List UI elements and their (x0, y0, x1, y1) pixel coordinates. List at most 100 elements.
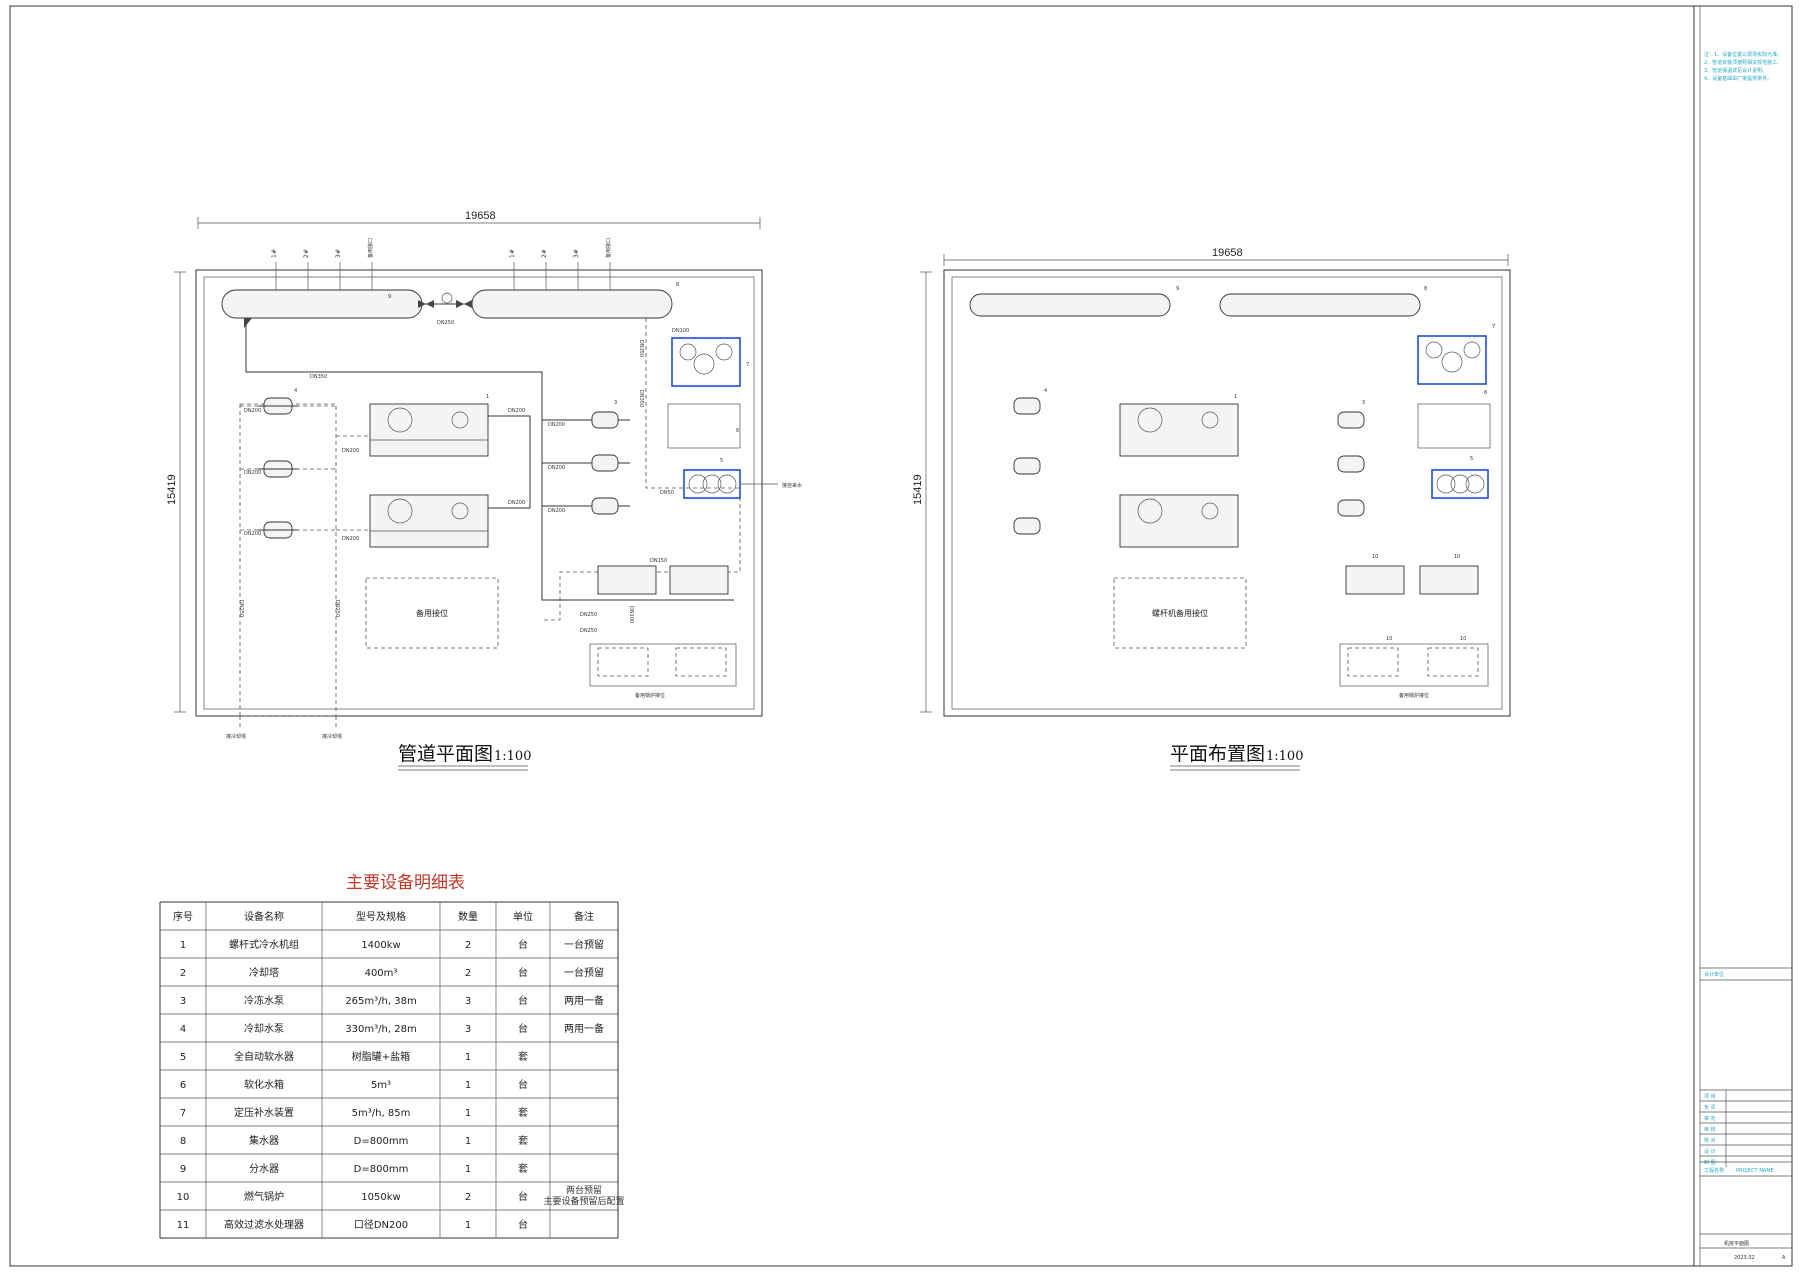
table-cell: 2 (465, 968, 471, 979)
softened-water-tank (667, 403, 741, 449)
table-cell: D=800mm (354, 1164, 409, 1175)
cooling-tower-label: 接冷却塔 (226, 733, 246, 740)
svg-text:螺杆机备用接位: 螺杆机备用接位 (1152, 608, 1208, 618)
cooling-pump (1013, 397, 1041, 415)
riser-label: 2# (303, 249, 310, 258)
svg-text:3: 3 (614, 400, 617, 406)
riser-label: 1# (509, 249, 516, 258)
table-cell: 集水器 (249, 1134, 279, 1147)
table-cell: 10 (177, 1192, 190, 1203)
svg-text:10: 10 (1454, 554, 1460, 560)
chilled-pump (1337, 499, 1365, 517)
table-cell: 2 (465, 1192, 471, 1203)
heat-exchanger (597, 565, 657, 595)
svg-text:DN200: DN200 (548, 465, 565, 471)
svg-text:DN250: DN250 (334, 600, 340, 617)
svg-text:DN200: DN200 (342, 536, 359, 542)
table-cell: 1400kw (361, 940, 400, 951)
chilled-pump (1337, 455, 1365, 473)
table-cell: 3 (465, 1024, 471, 1035)
title-block: 设计单位 项 目负 责审 定审 核校 对设 计制 图 工程名称 PROJECT … (1700, 967, 1792, 1261)
drawing-date: 2023.02 (1734, 1255, 1755, 1261)
svg-text:DN100: DN100 (672, 328, 689, 334)
table-header-cell: 序号 (173, 910, 193, 923)
svg-text:DN200: DN200 (244, 408, 261, 414)
cooling-pump (1013, 517, 1041, 535)
table-cell: 两用一备 (564, 1022, 604, 1035)
svg-text:DN200: DN200 (244, 531, 261, 537)
table-cell: 定压补水装置 (234, 1106, 294, 1119)
chilled-pump (1337, 411, 1365, 429)
svg-text:4: 4 (294, 388, 297, 394)
svg-text:1: 1 (486, 394, 489, 400)
riser-label: 2# (541, 249, 548, 258)
room-wall-inner-right (951, 276, 1503, 710)
chiller-unit (369, 403, 489, 548)
water-softener (683, 469, 741, 499)
svg-text:DN250: DN250 (580, 612, 597, 618)
table-cell: 冷却水泵 (244, 1022, 284, 1035)
table-cell: 4 (180, 1024, 186, 1035)
svg-text:DN200: DN200 (244, 470, 261, 476)
svg-text:DN200: DN200 (342, 448, 359, 454)
layout-plan-title: 平面布置图 (1170, 743, 1265, 765)
table-cell: 265m³/h, 38m (345, 996, 416, 1007)
svg-text:10: 10 (1460, 636, 1466, 642)
table-cell: 树脂罐+盐箱 (352, 1050, 410, 1063)
chilled-pump (591, 411, 619, 429)
table-cell: D=800mm (354, 1136, 409, 1147)
table-cell: 3 (465, 996, 471, 1007)
notes: 注：1、设备位置以现场实际为准。 2、管道安装须按照相关规范施工。 3、管道保温… (1704, 51, 1782, 82)
table-cell: 主要设备预留后配置 (543, 1195, 624, 1207)
table-header-cell: 设备名称 (244, 910, 284, 923)
table-header-cell: 单位 (513, 910, 533, 923)
table-cell: 全自动软水器 (234, 1050, 294, 1063)
table-cell: 1 (465, 1052, 471, 1063)
title-block-row-label: 负 责 (1704, 1104, 1716, 1111)
table-cell: 2 (465, 940, 471, 951)
table-cell: 8 (180, 1136, 186, 1147)
layout-plan-scale: 1:100 (1266, 749, 1303, 764)
svg-text:9: 9 (1176, 286, 1179, 292)
softened-water-tank (1417, 403, 1491, 449)
table-cell: 台 (518, 1218, 528, 1231)
room-wall-outer-left (195, 269, 763, 717)
water-softener (1431, 469, 1489, 499)
table-cell: 高效过滤水处理器 (224, 1218, 304, 1231)
boiler-unit (1345, 565, 1405, 595)
table-cell: 软化水箱 (244, 1078, 284, 1091)
table-cell: 1 (465, 1136, 471, 1147)
svg-text:DN250: DN250 (238, 600, 244, 617)
table-cell: 1050kw (361, 1192, 400, 1203)
table-cell: 1 (465, 1108, 471, 1119)
table-cell: 5m³/h, 85m (352, 1108, 411, 1119)
heat-exchanger (669, 565, 729, 595)
cooling-loop (239, 403, 337, 717)
table-cell: 330m³/h, 28m (345, 1024, 416, 1035)
table-cell: 1 (180, 940, 186, 951)
cooling-pump (1013, 457, 1041, 475)
chiller-unit (1119, 403, 1239, 457)
svg-text:DN250: DN250 (580, 628, 597, 634)
svg-text:设计单位: 设计单位 (1704, 971, 1724, 978)
chilled-pump (591, 497, 619, 515)
table-cell: 台 (518, 1078, 528, 1091)
table-cell: 5 (180, 1052, 186, 1063)
table-cell: 冷却塔 (249, 966, 279, 979)
main-pipe (245, 318, 734, 601)
chiller-unit (1119, 494, 1239, 548)
distributor-header (1219, 293, 1421, 317)
collector-header (221, 289, 423, 319)
table-cell: 400m³ (365, 968, 398, 979)
title-block-row-label: 审 核 (1704, 1126, 1716, 1133)
svg-text:DN200: DN200 (548, 508, 565, 514)
riser-label: 备用接口 (605, 238, 612, 258)
svg-text:DN200: DN200 (548, 422, 565, 428)
svg-text:10: 10 (1372, 554, 1378, 560)
table-cell: 套 (518, 1162, 528, 1175)
table-cell: 1 (465, 1220, 471, 1231)
table-cell: 分水器 (249, 1163, 279, 1175)
svg-text:DN100: DN100 (628, 606, 634, 623)
